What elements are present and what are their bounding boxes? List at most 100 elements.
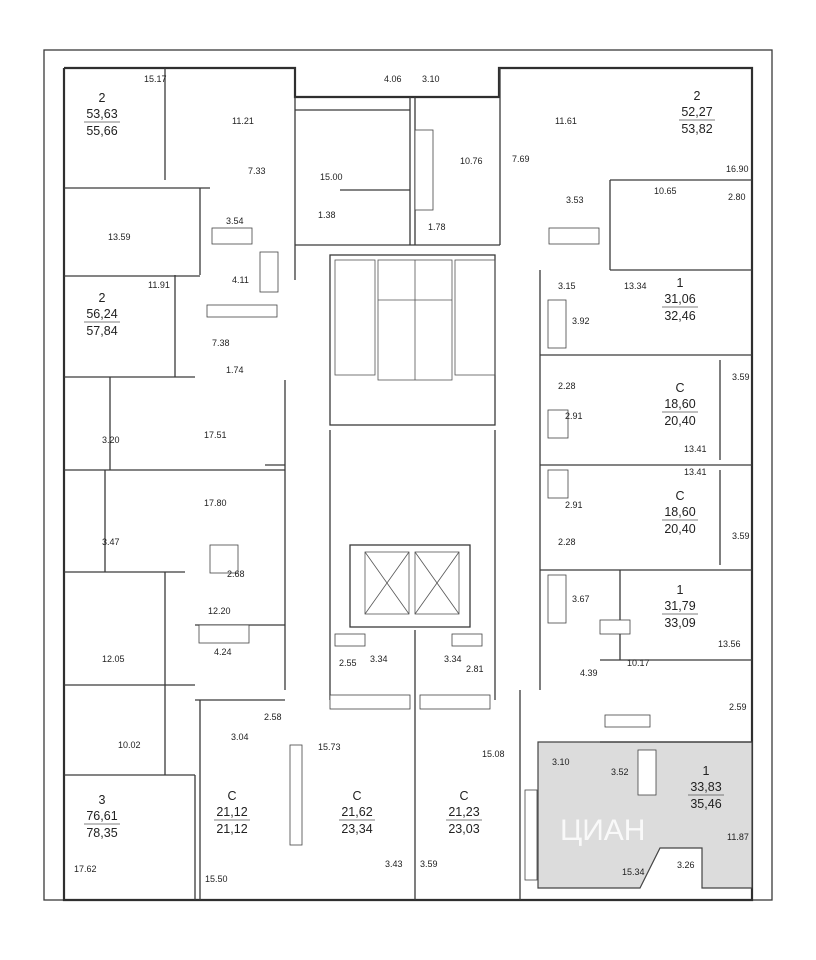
room-area-label: 4.39 [580, 668, 598, 678]
room-area-label: 2.28 [558, 537, 576, 547]
apartment-label[interactable]: 3 76,61 78,35 [84, 793, 120, 840]
apartment-labels: 2 53,63 55,66 2 56,24 57,84 3 76,61 78,3… [84, 89, 724, 840]
apartment-label[interactable]: С 18,60 20,40 [662, 489, 698, 536]
apartment-living-area: 18,60 [664, 505, 695, 519]
room-area-label: 2.59 [729, 702, 747, 712]
room-area-label: 15.17 [144, 74, 167, 84]
room-area-label: 2.28 [558, 381, 576, 391]
north-middle-partitions [295, 68, 501, 246]
apartment-living-area: 21,12 [216, 805, 247, 819]
apartment-living-area: 31,79 [664, 599, 695, 613]
apartment-living-area: 18,60 [664, 397, 695, 411]
apartment-label[interactable]: 2 56,24 57,84 [84, 291, 120, 338]
room-area-label: 3.10 [422, 74, 440, 84]
room-area-label: 1.74 [226, 365, 244, 375]
room-area-label: 17.51 [204, 430, 227, 440]
apartment-total-area: 53,82 [681, 122, 712, 136]
room-area-label: 12.05 [102, 654, 125, 664]
room-area-label: 15.08 [482, 749, 505, 759]
room-area-label: 11.61 [555, 116, 577, 126]
room-area-label: 3.10 [552, 757, 570, 767]
room-area-label: 2.81 [466, 664, 484, 674]
apartment-total-area: 33,09 [664, 616, 695, 630]
apartment-label[interactable]: С 21,62 23,34 [339, 789, 375, 836]
west-partitions [64, 68, 296, 900]
apartment-label[interactable]: С 21,23 23,03 [446, 789, 482, 836]
room-area-label: 10.65 [654, 186, 677, 196]
room-area-label: 2.58 [264, 712, 282, 722]
apartment-type: С [227, 789, 236, 803]
room-area-label: 1.38 [318, 210, 336, 220]
apartment-label[interactable]: 1 31,06 32,46 [662, 276, 698, 323]
room-area-label: 11.91 [148, 280, 170, 290]
room-area-label: 3.59 [732, 372, 750, 382]
apartment-total-area: 23,03 [448, 822, 479, 836]
apartment-total-area: 20,40 [664, 414, 695, 428]
room-area-label: 2.91 [565, 411, 583, 421]
apartment-type: 3 [99, 793, 106, 807]
room-area-label: 3.26 [677, 860, 695, 870]
room-area-label: 4.06 [384, 74, 402, 84]
room-area-label: 2.80 [728, 192, 746, 202]
room-area-label: 7.38 [212, 338, 230, 348]
room-area-label: 3.54 [226, 216, 244, 226]
room-area-label: 15.73 [318, 742, 341, 752]
room-area-label: 11.87 [727, 832, 749, 842]
apartment-living-area: 21,23 [448, 805, 479, 819]
room-area-label: 11.21 [232, 116, 254, 126]
apartment-label[interactable]: 1 31,79 33,09 [662, 583, 698, 630]
apartment-living-area: 56,24 [86, 307, 117, 321]
room-area-label: 10.02 [118, 740, 141, 750]
apartment-type: С [675, 489, 684, 503]
apartment-living-area: 33,83 [690, 780, 721, 794]
apartment-label[interactable]: 2 53,63 55,66 [84, 91, 120, 138]
room-area-label: 1.78 [428, 222, 446, 232]
room-area-label: 12.20 [208, 606, 231, 616]
apartment-total-area: 35,46 [690, 797, 721, 811]
room-area-label: 10.76 [460, 156, 483, 166]
room-area-label: 3.20 [102, 435, 120, 445]
room-area-label: 2.68 [227, 569, 245, 579]
room-area-label: 15.34 [622, 867, 645, 877]
watermark: ЦИАН [560, 814, 645, 847]
apartment-type: С [675, 381, 684, 395]
room-area-label: 13.59 [108, 232, 131, 242]
building-outline [43, 49, 773, 902]
room-area-label: 17.62 [74, 864, 97, 874]
room-area-label: 10.17 [627, 658, 650, 668]
apartment-label[interactable]: 1 33,83 35,46 [688, 764, 724, 811]
room-area-label: 7.33 [248, 166, 266, 176]
bathroom-fixtures [198, 227, 657, 881]
apartment-total-area: 21,12 [216, 822, 247, 836]
apartment-total-area: 78,35 [86, 826, 117, 840]
apartment-label[interactable]: С 18,60 20,40 [662, 381, 698, 428]
apartment-label[interactable]: С 21,12 21,12 [214, 789, 250, 836]
apartment-type: 2 [99, 291, 106, 305]
apartment-living-area: 52,27 [681, 105, 712, 119]
apartment-type: С [352, 789, 361, 803]
room-area-label: 3.53 [566, 195, 584, 205]
room-area-label: 3.59 [420, 859, 438, 869]
room-area-label: 2.91 [565, 500, 583, 510]
room-area-label: 3.04 [231, 732, 249, 742]
room-area-label: 16.90 [726, 164, 749, 174]
apartment-total-area: 32,46 [664, 309, 695, 323]
apartment-total-area: 20,40 [664, 522, 695, 536]
apartment-living-area: 21,62 [341, 805, 372, 819]
apartment-label[interactable]: 2 52,27 53,82 [679, 89, 715, 136]
room-area-label: 2.55 [339, 658, 357, 668]
apartment-type: 1 [703, 764, 710, 778]
room-area-label: 4.24 [214, 647, 232, 657]
room-area-label: 3.59 [732, 531, 750, 541]
apartment-type: 1 [677, 583, 684, 597]
highlighted-apartment[interactable] [537, 741, 753, 889]
room-area-label: 13.41 [684, 467, 707, 477]
room-area-label: 13.56 [718, 639, 741, 649]
central-core [329, 254, 496, 900]
room-area-label: 15.50 [205, 874, 228, 884]
apartment-type: 2 [694, 89, 701, 103]
apartment-type: 1 [677, 276, 684, 290]
apartment-type: 2 [99, 91, 106, 105]
room-area-label: 15.00 [320, 172, 343, 182]
